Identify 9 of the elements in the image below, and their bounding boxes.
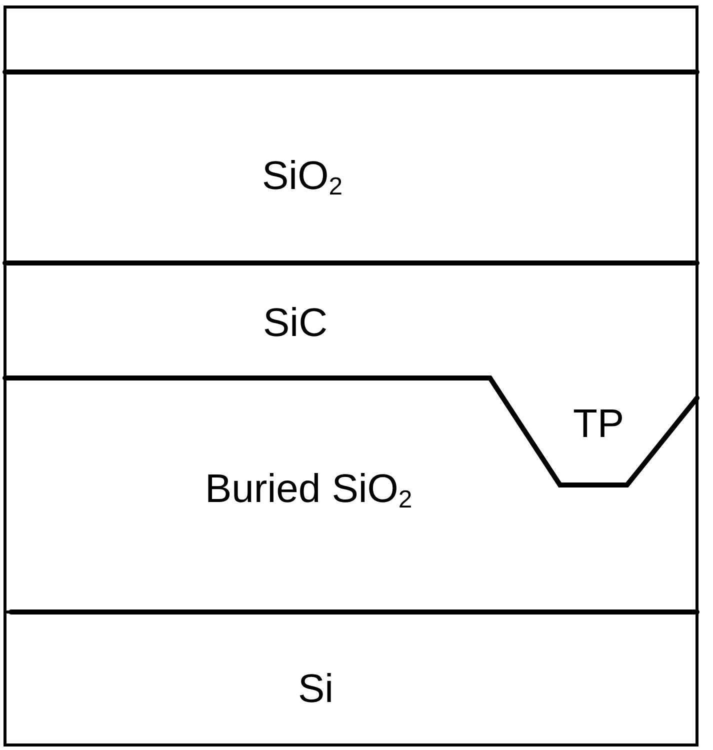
layer-label: SiO$_{2}$	[262, 156, 342, 196]
top-layer	[5, 7, 697, 72]
region-label: TP	[573, 404, 624, 444]
oxide-layer	[5, 72, 697, 263]
layer-label: SiC	[263, 303, 328, 343]
buried-oxide-layer	[5, 378, 697, 612]
substrate-layer	[5, 612, 697, 745]
layer-label: Si	[298, 669, 334, 709]
layer-label: Buried SiO$_{2}$	[205, 469, 412, 509]
